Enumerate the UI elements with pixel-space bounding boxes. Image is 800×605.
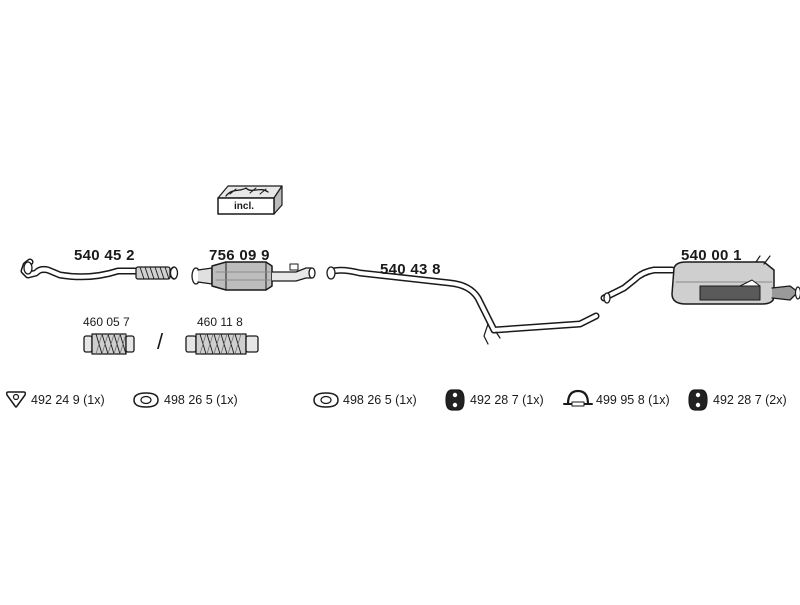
flex-pipe-a-part [84, 334, 134, 354]
legend-item: 492 24 9 (1x) [31, 394, 105, 407]
triangle-gasket-icon [7, 392, 26, 407]
rubber-mount-icon [446, 390, 464, 410]
clamp-ring-icon [564, 391, 592, 406]
legend-item: 492 28 7 (1x) [470, 394, 544, 407]
catalyst-part [192, 262, 315, 290]
flex-pipe-b-part [186, 334, 258, 354]
legend-item: 492 28 7 (2x) [713, 394, 787, 407]
rubber-mount-icon [689, 390, 707, 410]
oval-gasket-icon [314, 393, 338, 407]
legend-item: 499 95 8 (1x) [596, 394, 670, 407]
rear-silencer-label: 540 00 1 [681, 248, 742, 263]
flex-pipe-separator: / [157, 331, 163, 353]
flex-pipe-a-label: 460 05 7 [83, 316, 130, 328]
legend-item: 498 26 5 (1x) [343, 394, 417, 407]
front-pipe-label: 540 45 2 [74, 248, 135, 263]
catalyst-label: 756 09 9 [209, 248, 270, 263]
front-pipe-part [24, 262, 178, 279]
flex-pipe-b-label: 460 11 8 [197, 316, 243, 328]
kit-label: incl. [234, 202, 254, 212]
oval-gasket-icon [134, 393, 158, 407]
legend-item: 498 26 5 (1x) [164, 394, 238, 407]
middle-pipe-label: 540 43 8 [380, 262, 441, 277]
middle-pipe-part [327, 267, 596, 344]
